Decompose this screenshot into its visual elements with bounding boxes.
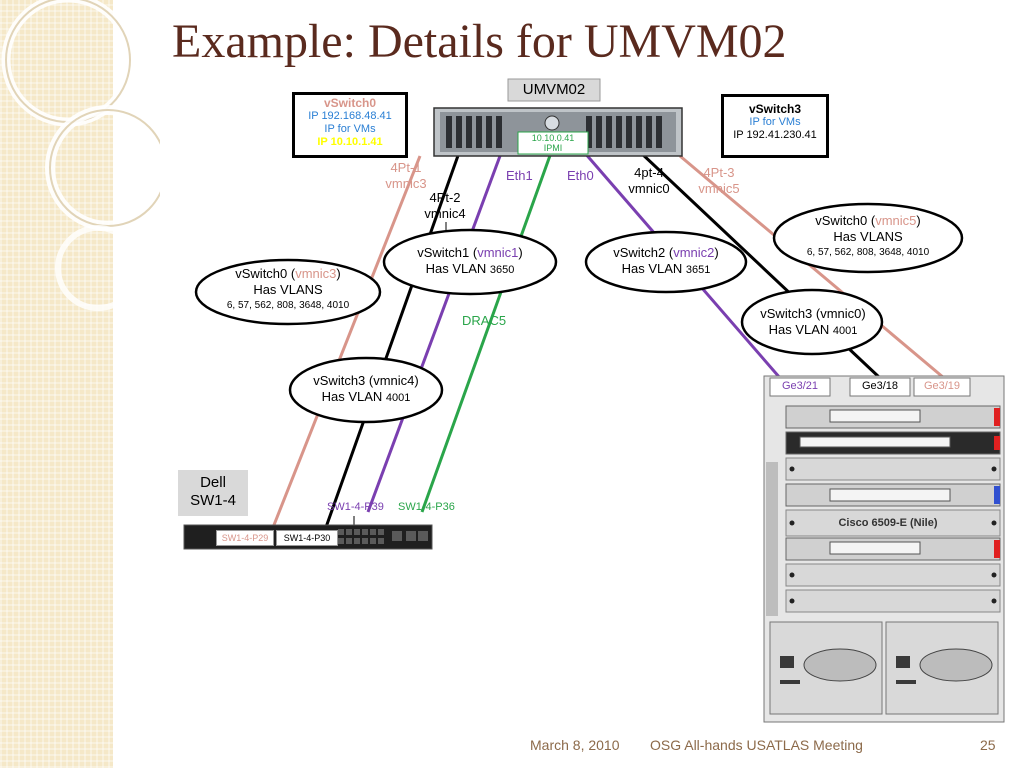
label-4pt4-nic: vmnic0: [628, 181, 670, 196]
vswitch3-left-name: vSwitch3 (vmnic4): [313, 373, 419, 388]
label-4pt2: 4Pt-2 vmnic4: [414, 190, 476, 222]
footer-date: March 8, 2010: [530, 737, 620, 753]
vswitch3-left-text: vSwitch3 (vmnic4) Has VLAN 4001: [294, 373, 438, 406]
vswitch2-vlan-label: Has VLAN: [621, 261, 686, 276]
dell-label-box: [178, 470, 248, 516]
vswitch2-text: vSwitch2 (vmnic2) Has VLAN 3651: [590, 245, 742, 278]
vswitch2-vlan-number: 3651: [685, 264, 711, 276]
vswitch3-box-vm-note: IP for VMs: [749, 116, 801, 128]
cable-vmnic4-p30: [323, 149, 462, 531]
label-4pt1-nic: vmnic3: [385, 176, 427, 191]
vswitch0-left-vlan-list: 6, 57, 562, 808, 3648, 4010: [226, 300, 350, 311]
vswitch2-nic: vmnic2: [673, 245, 715, 260]
ellipse-vswitch3-left: [288, 356, 444, 424]
server-label: UMVM02: [522, 81, 586, 98]
vswitch3-box-title: vSwitch3: [748, 102, 802, 116]
vswitch0-right-vlan-list: 6, 57, 562, 808, 3648, 4010: [806, 247, 930, 258]
cable-drac-p36: [420, 149, 554, 513]
vswitch3-info-box: vSwitch3 IP for VMs IP 192.41.230.41: [721, 94, 829, 158]
port-sw1-4-p29: SW1-4-P29: [216, 530, 274, 546]
vswitch3-left-vlan-label: Has VLAN: [321, 389, 386, 404]
label-drac5: DRAC5: [462, 313, 507, 328]
vswitch0-right-vlans: Has VLANS: [833, 229, 903, 244]
label-4pt3-port: 4Pt-3: [703, 165, 735, 180]
ipmi-ip: 10.10.0.41: [531, 133, 575, 143]
label-4pt2-port: 4Pt-2: [429, 190, 461, 205]
ellipse-vswitch0-left: [194, 258, 382, 326]
vswitch3-box-ip: IP 192.41.230.41: [733, 129, 817, 141]
cable-vmnic3-p29: [270, 155, 422, 531]
port-ge3-18: Ge3/18: [861, 380, 899, 392]
vswitch0-right-name: vSwitch0 (: [815, 213, 876, 228]
label-sw1-4-p39: SW1-4-P39: [327, 501, 384, 513]
vswitch3-right-name: vSwitch3 (vmnic0): [760, 306, 866, 321]
dell-name-line1: Dell: [200, 474, 226, 491]
ellipse-vswitch0-right: [772, 202, 964, 274]
vswitch0-box-second-ip: IP 10.10.1.41: [317, 136, 383, 148]
vswitch0-left-vlans: Has VLANS: [253, 282, 323, 297]
label-4pt4-port: 4pt-4: [634, 165, 664, 180]
label-eth0: Eth0: [567, 168, 594, 183]
label-sw1-4-p36: SW1-4-P36: [398, 501, 455, 513]
decorative-side-band: [0, 0, 113, 768]
decorative-circles: [1, 0, 160, 311]
server-umvm02: [433, 107, 683, 157]
label-4pt1-port: 4Pt-1: [390, 160, 422, 175]
ellipse-vswitch3-right: [740, 288, 884, 356]
port-ge3-21: Ge3/21: [781, 380, 819, 392]
ellipse-vswitch2: [584, 230, 748, 294]
vswitch3-right-vlan-label: Has VLAN: [768, 322, 833, 337]
vswitch1-vlan-label: Has VLAN: [425, 261, 490, 276]
vswitch0-left-close: ): [336, 266, 341, 281]
vswitch0-box-vm-note: IP for VMs: [324, 123, 376, 135]
slide-title: Example: Details for UMVM02: [172, 15, 787, 68]
vswitch1-name: vSwitch1 (: [417, 245, 478, 260]
vswitch1-vlan-number: 3650: [489, 264, 515, 276]
label-4pt3-nic: vmnic5: [698, 181, 740, 196]
vswitch1-text: vSwitch1 (vmnic1) Has VLAN 3650: [390, 245, 550, 278]
vswitch0-right-text: vSwitch0 (vmnic5) Has VLANS 6, 57, 562, …: [778, 213, 958, 261]
vswitch0-left-name: vSwitch0 (: [235, 266, 296, 281]
label-eth1: Eth1: [506, 168, 533, 183]
vswitch3-right-text: vSwitch3 (vmnic0) Has VLAN 4001: [746, 306, 880, 339]
dell-switch-name: Dell SW1-4: [178, 474, 248, 510]
dell-name-line2: SW1-4: [190, 492, 236, 509]
vswitch0-left-text: vSwitch0 (vmnic3) Has VLANS 6, 57, 562, …: [200, 266, 376, 314]
ipmi-label: IPMI: [543, 143, 563, 153]
vswitch2-close: ): [714, 245, 719, 260]
label-4pt4: 4pt-4 vmnic0: [622, 165, 676, 197]
vswitch0-right-close: ): [916, 213, 921, 228]
label-4pt1: 4Pt-1 vmnic3: [376, 160, 436, 192]
server-label-box: [507, 78, 601, 102]
cisco-chassis: [763, 375, 1005, 723]
vswitch0-box-ip: IP 192.168.48.41: [308, 110, 392, 122]
cable-vmnic5-ge319: [679, 154, 945, 380]
label-4pt3: 4Pt-3 vmnic5: [690, 165, 748, 197]
ellipse-vswitch1: [382, 228, 558, 296]
cable-eth1-p39: [366, 155, 502, 513]
footer-event: OSG All-hands USATLAS Meeting: [650, 737, 863, 753]
vswitch0-box-title: vSwitch0: [323, 96, 377, 110]
vswitch3-left-vlan-number: 4001: [385, 392, 411, 404]
vswitch1-nic: vmnic1: [477, 245, 519, 260]
vswitch0-right-nic: vmnic5: [875, 213, 917, 228]
vswitch1-close: ): [518, 245, 523, 260]
vswitch2-name: vSwitch2 (: [613, 245, 674, 260]
vswitch0-info-box: vSwitch0 IP 192.168.48.41 IP for VMs IP …: [292, 92, 408, 158]
vswitch0-left-nic: vmnic3: [295, 266, 337, 281]
vswitch3-right-vlan-number: 4001: [832, 325, 858, 337]
port-sw1-4-p30: SW1-4-P30: [276, 530, 338, 546]
ipmi-tag: 10.10.0.41 IPMI: [518, 133, 588, 153]
cisco-chassis-name: Cisco 6509-E (Nile): [838, 517, 938, 529]
label-4pt2-nic: vmnic4: [424, 206, 466, 221]
page-number: 25: [980, 737, 996, 753]
port-ge3-19: Ge3/19: [923, 380, 961, 392]
